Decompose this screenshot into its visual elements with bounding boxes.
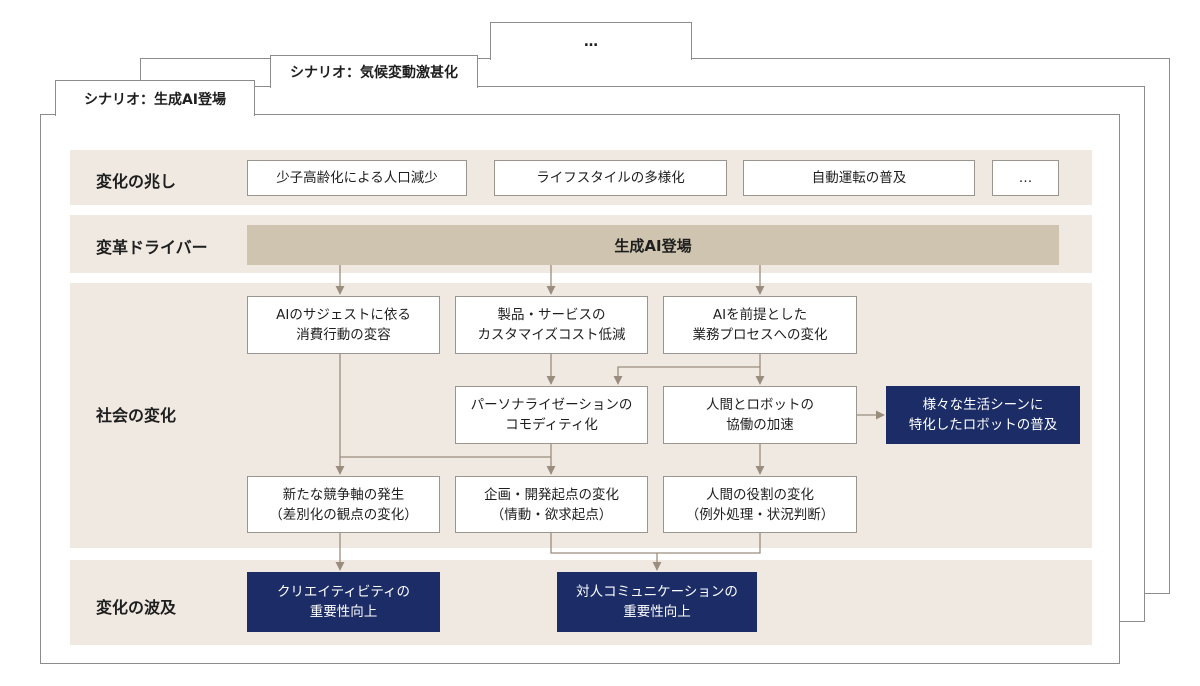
arrow-r1c3-r2c2 (613, 366, 760, 385)
connector-r3c2-r3c3 (550, 533, 761, 554)
sign-box: ライフスタイルの多様化 (494, 160, 727, 196)
row-label-society: 社会の変化 (96, 406, 177, 425)
row-label-ripple: 変化の波及 (96, 598, 177, 617)
ripple-box-communication: 対人コミュニケーションの 重要性向上 (557, 572, 757, 632)
ripple-box-creativity: クリエイティビティの 重要性向上 (247, 572, 440, 632)
sign-box: 自動運転の普及 (743, 160, 975, 196)
driver-bar: 生成AI登場 (247, 225, 1059, 265)
row-label-driver: 変革ドライバー (96, 238, 208, 257)
society-box-business-process: AIを前提とした 業務プロセスへの変化 (663, 296, 857, 354)
society-box-robot-spread: 様々な生活シーンに 特化したロボットの普及 (886, 386, 1080, 444)
society-box-personalization: パーソナライゼーションの コモディティ化 (455, 386, 648, 444)
society-box-planning-origin: 企画・開発起点の変化 （情動・欲求起点） (455, 476, 648, 533)
society-box-customization-cost: 製品・サービスの カスタマイズコスト低減 (455, 296, 648, 354)
sign-box-more: … (992, 160, 1059, 196)
society-box-human-role: 人間の役割の変化 （例外処理・状況判断） (663, 476, 857, 533)
society-box-consumer-behavior: AIのサジェストに依る 消費行動の変容 (247, 296, 440, 354)
scenario-tab-back[interactable]: … (490, 22, 692, 60)
society-box-human-robot: 人間とロボットの 協働の加速 (663, 386, 857, 444)
sign-box: 少子高齢化による人口減少 (247, 160, 467, 196)
scenario-tab-middle[interactable]: シナリオ：気候変動激甚化 (270, 55, 478, 88)
scenario-tab-front[interactable]: シナリオ：生成AI登場 (55, 80, 255, 116)
row-label-signs: 変化の兆し (96, 172, 177, 191)
society-box-competition-axis: 新たな競争軸の発生 （差別化の観点の変化） (247, 476, 440, 533)
